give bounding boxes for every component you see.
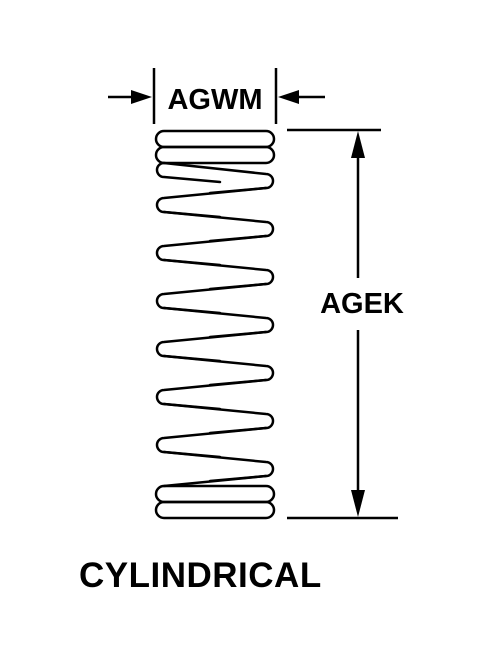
width-dimension-label: AGWM — [167, 84, 262, 116]
length-dimension-label: AGEK — [320, 288, 404, 320]
spring-end-coil-bottom-2 — [154, 500, 276, 520]
spring-end-coil-bottom-1 — [154, 484, 276, 504]
width-arrowhead-right — [278, 90, 299, 104]
spring-end-coil-top-2 — [154, 145, 276, 165]
spring-coil-wire-back — [155, 161, 268, 483]
spring-type-caption: CYLINDRICAL — [79, 556, 322, 595]
spring-end-coil-top-1 — [154, 129, 276, 149]
length-arrowhead-top — [351, 131, 365, 158]
spring-body — [154, 129, 276, 520]
spring-active-coils — [155, 161, 275, 488]
length-arrowhead-bottom — [351, 490, 365, 517]
length-dimension — [287, 128, 398, 520]
width-arrowhead-left — [131, 90, 152, 104]
width-dimension — [108, 68, 325, 124]
